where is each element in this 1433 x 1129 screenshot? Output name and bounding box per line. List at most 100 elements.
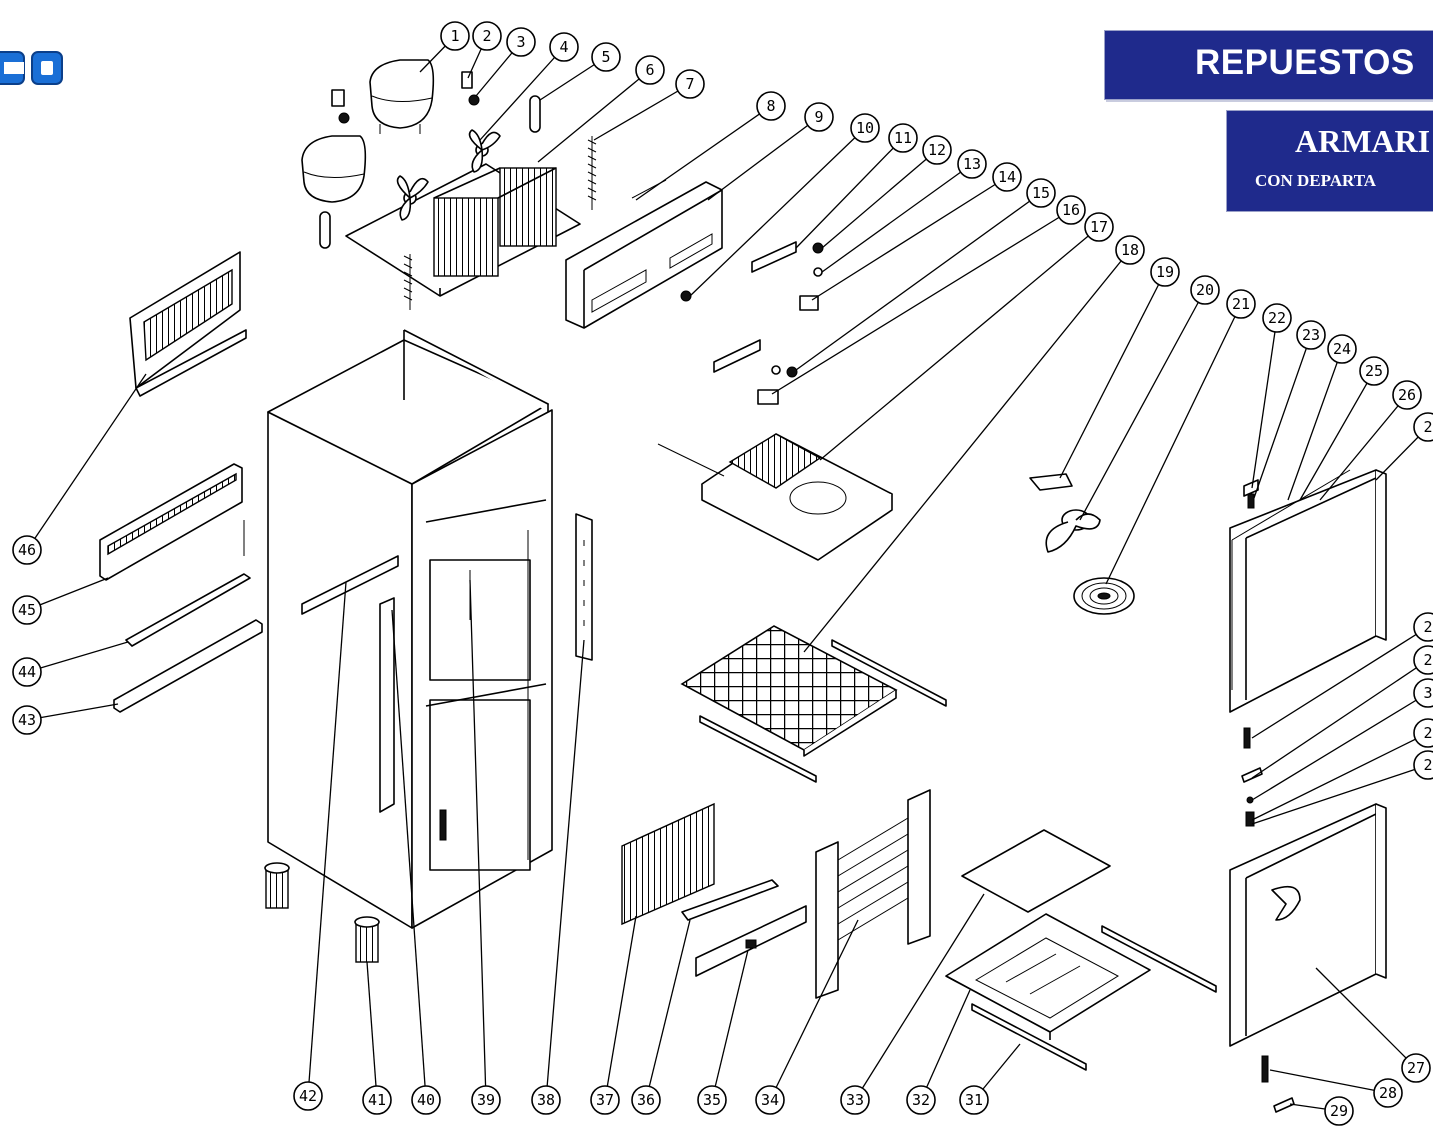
callout-circle <box>1262 303 1292 333</box>
callout-number: 39 <box>477 1091 495 1109</box>
callout-leader <box>1251 692 1429 801</box>
callout-35: 29 <box>1324 1096 1354 1126</box>
callout-2: 2 <box>472 21 502 51</box>
callout-31: 2 <box>1413 718 1433 748</box>
leader-lines <box>26 35 1429 1112</box>
callout-circle <box>1226 289 1256 319</box>
callout-circle <box>12 535 42 565</box>
subtitle-banner: ARMARI CON DEPARTA <box>1226 110 1433 212</box>
callout-number: 37 <box>596 1091 614 1109</box>
callout-leader <box>1269 1069 1389 1094</box>
callout-5: 5 <box>591 42 621 72</box>
callout-number: 45 <box>18 601 36 619</box>
callout-circle <box>1190 275 1220 305</box>
callout-circle <box>1413 645 1433 675</box>
callout-leader <box>1251 626 1429 739</box>
callout-circle <box>1327 334 1357 364</box>
callout-circle <box>675 69 705 99</box>
callout-number: 21 <box>1232 295 1250 313</box>
callout-20: 20 <box>1190 275 1220 305</box>
callout-number: 41 <box>368 1091 386 1109</box>
callout-leader <box>391 609 427 1101</box>
callout-40: 35 <box>697 1085 727 1115</box>
callout-38: 33 <box>840 1085 870 1115</box>
callout-circle <box>1413 718 1433 748</box>
callout-number: 46 <box>18 541 36 559</box>
cabinet-foot <box>264 862 380 963</box>
callout-leader <box>771 209 1072 395</box>
callout-42: 37 <box>590 1085 620 1115</box>
callout-leader <box>1251 317 1278 489</box>
filter-dryer-part <box>319 95 541 249</box>
callout-circle <box>471 1085 501 1115</box>
title-banner: REPUESTOS <box>1104 30 1433 100</box>
callout-leader <box>920 989 971 1101</box>
callout-19: 19 <box>1150 257 1180 287</box>
callout-leader <box>821 149 938 249</box>
bottom-rails <box>971 925 1217 1071</box>
callout-circle <box>1359 356 1389 386</box>
callout-17: 17 <box>1084 212 1114 242</box>
callout-number: 2 <box>1423 651 1432 669</box>
condensing-unit <box>345 129 597 310</box>
callout-34: 28 <box>1373 1078 1403 1108</box>
callout-circle <box>12 705 42 735</box>
callout-leader <box>469 579 487 1101</box>
callout-47: 42 <box>293 1081 323 1111</box>
callout-number: 15 <box>1032 184 1050 202</box>
callout-circle <box>1324 1096 1354 1126</box>
callout-circle <box>590 1085 620 1115</box>
callout-leader <box>854 893 985 1101</box>
callout-number: 27 <box>1407 1059 1425 1077</box>
evaporator-unit <box>657 433 893 561</box>
callout-circle <box>1373 1078 1403 1108</box>
callout-leader <box>645 919 691 1101</box>
subtitle-line-2: CON DEPARTA <box>1255 171 1377 190</box>
callout-leader <box>795 192 1042 371</box>
compressor-part <box>369 59 435 134</box>
callout-circle <box>12 657 42 687</box>
callout-32: 2 <box>1413 750 1433 780</box>
callout-4: 4 <box>549 32 579 62</box>
callout-leader <box>707 116 820 201</box>
callout-circle <box>12 595 42 625</box>
callout-circle <box>888 123 918 153</box>
callout-circle <box>1413 678 1433 708</box>
upper-door <box>1229 469 1387 713</box>
callout-12: 12 <box>922 135 952 165</box>
callout-number: 14 <box>998 168 1016 186</box>
door-hinges <box>1241 479 1295 1113</box>
callout-number: 32 <box>912 1091 930 1109</box>
subtitle-line-1: ARMARI <box>1295 123 1431 159</box>
callout-circle <box>840 1085 870 1115</box>
callout-6: 6 <box>635 55 665 85</box>
fan-icon <box>396 129 501 221</box>
callout-41: 36 <box>631 1085 661 1115</box>
relay-part <box>331 71 480 124</box>
callout-circle <box>1056 195 1086 225</box>
controls-part <box>680 241 824 405</box>
callout-22: 22 <box>1262 303 1292 333</box>
callout-circle <box>1413 412 1433 442</box>
callout-15: 15 <box>1026 178 1056 208</box>
callout-circle <box>992 162 1022 192</box>
callout-number: 17 <box>1090 218 1108 236</box>
callout-circle <box>959 1085 989 1115</box>
callout-circle <box>1115 235 1145 265</box>
callout-leader <box>769 919 859 1101</box>
callout-number: 28 <box>1379 1084 1397 1102</box>
callout-leader <box>1287 348 1343 501</box>
callout-circle <box>1026 178 1056 208</box>
callout-number: 6 <box>645 61 654 79</box>
callout-circle <box>1413 750 1433 780</box>
callout-number: 23 <box>1302 326 1320 344</box>
callout-leader <box>1251 732 1429 821</box>
callout-number: 2 <box>482 27 491 45</box>
callout-number: 1 <box>450 27 459 45</box>
callout-number: 22 <box>1268 309 1286 327</box>
callout-number: 40 <box>417 1091 435 1109</box>
bottom-basin <box>945 913 1151 1040</box>
callout-number: 18 <box>1121 241 1139 259</box>
callout-number: 36 <box>637 1091 655 1109</box>
